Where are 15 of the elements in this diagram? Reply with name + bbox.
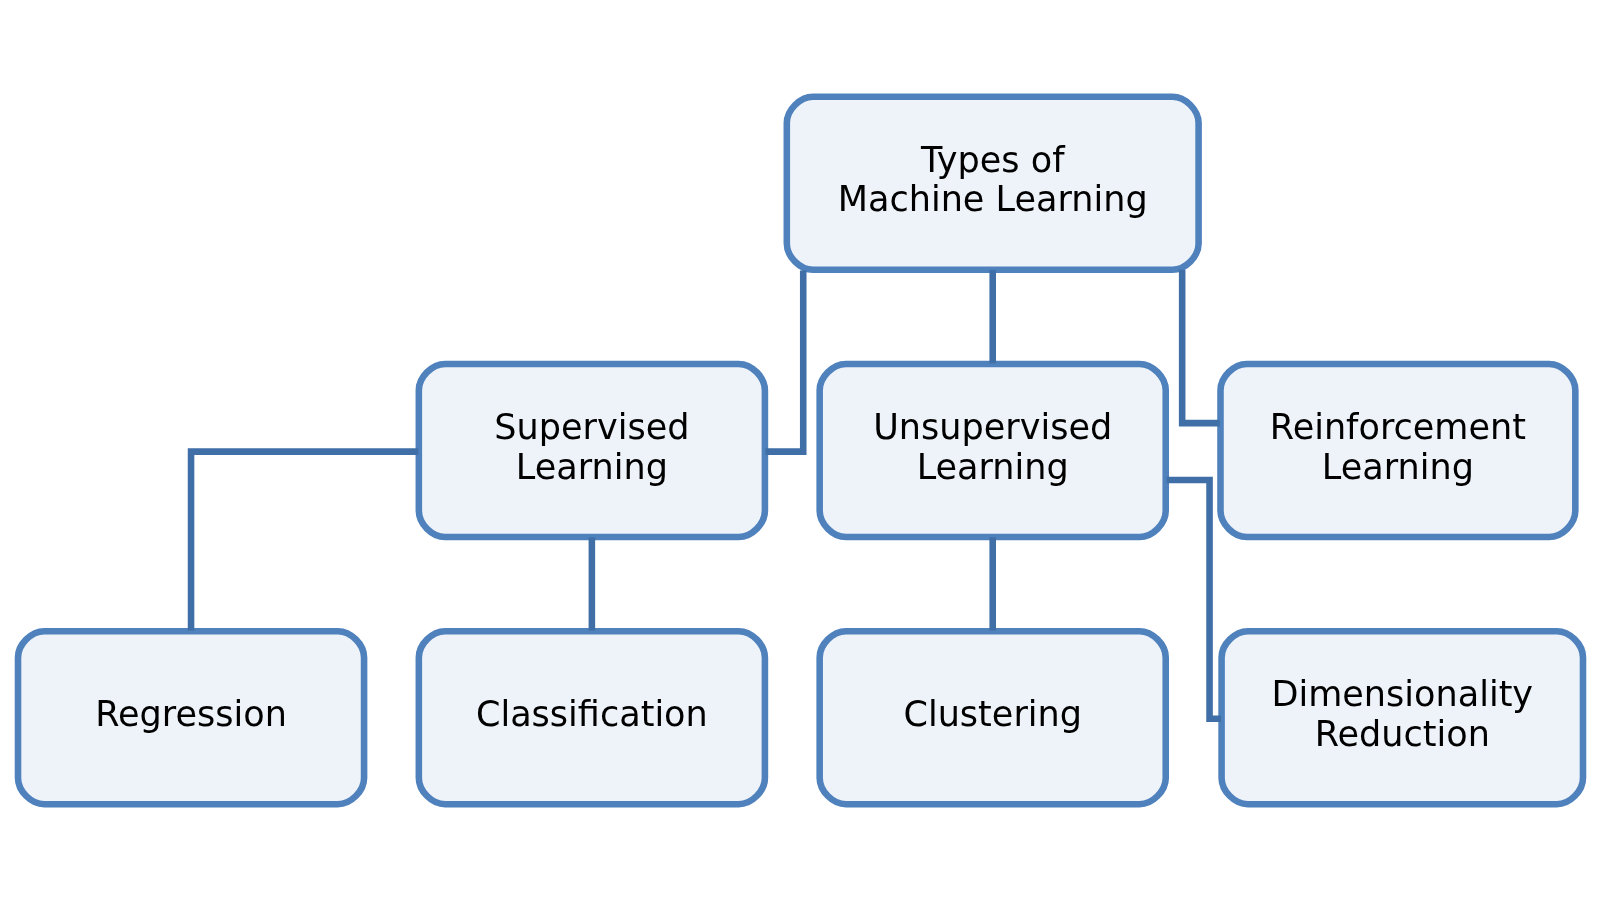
connector xyxy=(1178,269,1220,426)
connector xyxy=(988,269,996,363)
connector xyxy=(764,269,807,455)
connector xyxy=(588,536,595,630)
node-box: Regression xyxy=(14,627,367,808)
node-box: Classification xyxy=(415,627,768,808)
node-box: Unsupervised Learning xyxy=(815,360,1169,540)
node-box: Types of Machine Learning xyxy=(783,92,1202,273)
node-box: Reinforcement Learning xyxy=(1216,360,1579,540)
connector xyxy=(1166,476,1221,722)
node-box: Dimensionality Reduction xyxy=(1217,627,1586,808)
node-box: Supervised Learning xyxy=(415,360,768,540)
connector xyxy=(187,447,418,631)
connector xyxy=(988,536,996,630)
node-box: Clustering xyxy=(815,627,1169,808)
